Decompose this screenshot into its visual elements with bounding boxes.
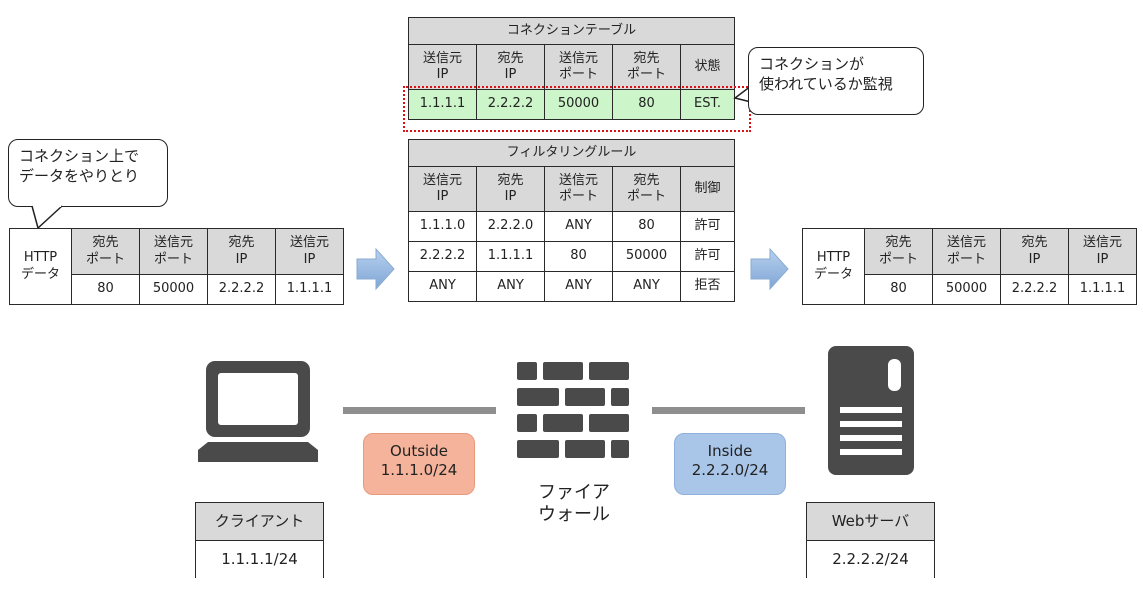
outside-zone-network: 1.1.1.0/24 xyxy=(380,460,458,479)
server-name: Webサーバ xyxy=(807,503,934,541)
connection-cell: 2.2.2.2 xyxy=(476,89,545,120)
data-callout: コネクション上で データをやりとり xyxy=(8,139,168,207)
header-cell: 宛先 IP xyxy=(207,228,276,275)
packet-value: 80 xyxy=(864,274,933,305)
outside-zone-name: Outside xyxy=(390,442,448,460)
filter-table-title: フィルタリングルール xyxy=(407,139,736,167)
connection-table-title: コネクションテーブル xyxy=(408,17,735,45)
header-cell: 宛先 ポート xyxy=(612,166,681,212)
inside-zone-label: Inside 2.2.2.0/24 xyxy=(674,433,786,495)
right-arrow-icon xyxy=(356,247,395,291)
inside-zone-network: 2.2.2.0/24 xyxy=(691,460,769,479)
server-icon xyxy=(828,346,914,475)
right-arrow-icon xyxy=(750,247,789,291)
header-cell: 送信元 ポート xyxy=(932,228,1001,275)
packet-value: 2.2.2.2 xyxy=(1000,274,1069,305)
rule-cell: 80 xyxy=(612,211,681,242)
connection-cell: 80 xyxy=(612,89,681,120)
header-cell: 宛先 IP xyxy=(1000,228,1069,275)
packet-value: 50000 xyxy=(932,274,1001,305)
rule-cell: 1.1.1.0 xyxy=(408,211,477,242)
packet-value: 2.2.2.2 xyxy=(207,274,276,305)
rule-cell: 1.1.1.1 xyxy=(476,241,545,272)
connection-cell: 50000 xyxy=(544,89,613,120)
client-ip: 1.1.1.1/24 xyxy=(196,541,323,578)
header-cell: 状態 xyxy=(680,44,735,90)
firewall-label: ファイア ウォール xyxy=(538,482,610,525)
outside-zone-label: Outside 1.1.1.0/24 xyxy=(363,433,475,495)
header-cell: 宛先 ポート xyxy=(71,228,140,275)
header-cell: 送信元 IP xyxy=(408,166,477,212)
rule-cell: 拒否 xyxy=(679,271,736,302)
rule-cell: 許可 xyxy=(679,241,736,272)
firewall-icon xyxy=(517,362,629,458)
rule-cell: ANY xyxy=(612,271,681,302)
header-cell: 送信元 IP xyxy=(1068,228,1137,275)
connection-cell: EST. xyxy=(680,89,735,120)
connection-table: コネクションテーブル 送信元 IP 宛先 IP 送信元 ポート 宛先 ポート 状… xyxy=(408,17,735,120)
packet-payload-label: HTTP データ xyxy=(802,228,865,305)
laptop-icon xyxy=(198,361,318,462)
header-cell: 送信元 ポート xyxy=(139,228,208,275)
header-cell: 送信元 IP xyxy=(408,44,477,90)
rule-cell: 80 xyxy=(544,241,613,272)
header-cell: 宛先 ポート xyxy=(864,228,933,275)
left-packet: HTTP データ 宛先 ポート 送信元 ポート 宛先 IP 送信元 IP 80 … xyxy=(9,228,344,305)
rule-cell: ANY xyxy=(408,271,477,302)
header-cell: 送信元 IP xyxy=(275,228,344,275)
packet-payload-label: HTTP データ xyxy=(9,228,72,305)
rule-cell: ANY xyxy=(544,271,613,302)
header-cell: 宛先 ポート xyxy=(612,44,681,90)
outside-link xyxy=(343,407,496,414)
connection-callout-tail xyxy=(733,85,752,103)
packet-value: 80 xyxy=(71,274,140,305)
rule-cell: 2.2.2.2 xyxy=(408,241,477,272)
right-packet: HTTP データ 宛先 ポート 送信元 ポート 宛先 IP 送信元 IP 80 … xyxy=(802,228,1137,305)
rule-cell: 2.2.2.0 xyxy=(476,211,545,242)
rule-cell: ANY xyxy=(476,271,545,302)
server-box: Webサーバ 2.2.2.2/24 xyxy=(806,502,935,578)
packet-value: 1.1.1.1 xyxy=(1068,274,1137,305)
rule-cell: 許可 xyxy=(679,211,736,242)
header-cell: 宛先 IP xyxy=(476,166,545,212)
active-connection-highlight xyxy=(403,86,751,132)
rule-cell: ANY xyxy=(544,211,613,242)
connection-callout: コネクションが 使われているか監視 xyxy=(748,47,924,115)
filter-table: フィルタリングルール 送信元 IP 宛先 IP 送信元 ポート 宛先 ポート 制… xyxy=(407,139,736,302)
rule-cell: 50000 xyxy=(612,241,681,272)
client-box: クライアント 1.1.1.1/24 xyxy=(195,502,324,578)
inside-link xyxy=(652,407,805,414)
server-ip: 2.2.2.2/24 xyxy=(807,541,934,578)
header-cell: 宛先 IP xyxy=(476,44,545,90)
header-cell: 送信元 ポート xyxy=(544,166,613,212)
inside-zone-name: Inside xyxy=(707,442,753,460)
client-name: クライアント xyxy=(196,503,323,541)
connection-cell: 1.1.1.1 xyxy=(408,89,477,120)
header-cell: 送信元 ポート xyxy=(544,44,613,90)
packet-value: 50000 xyxy=(139,274,208,305)
packet-value: 1.1.1.1 xyxy=(275,274,344,305)
header-cell: 制御 xyxy=(679,166,736,212)
